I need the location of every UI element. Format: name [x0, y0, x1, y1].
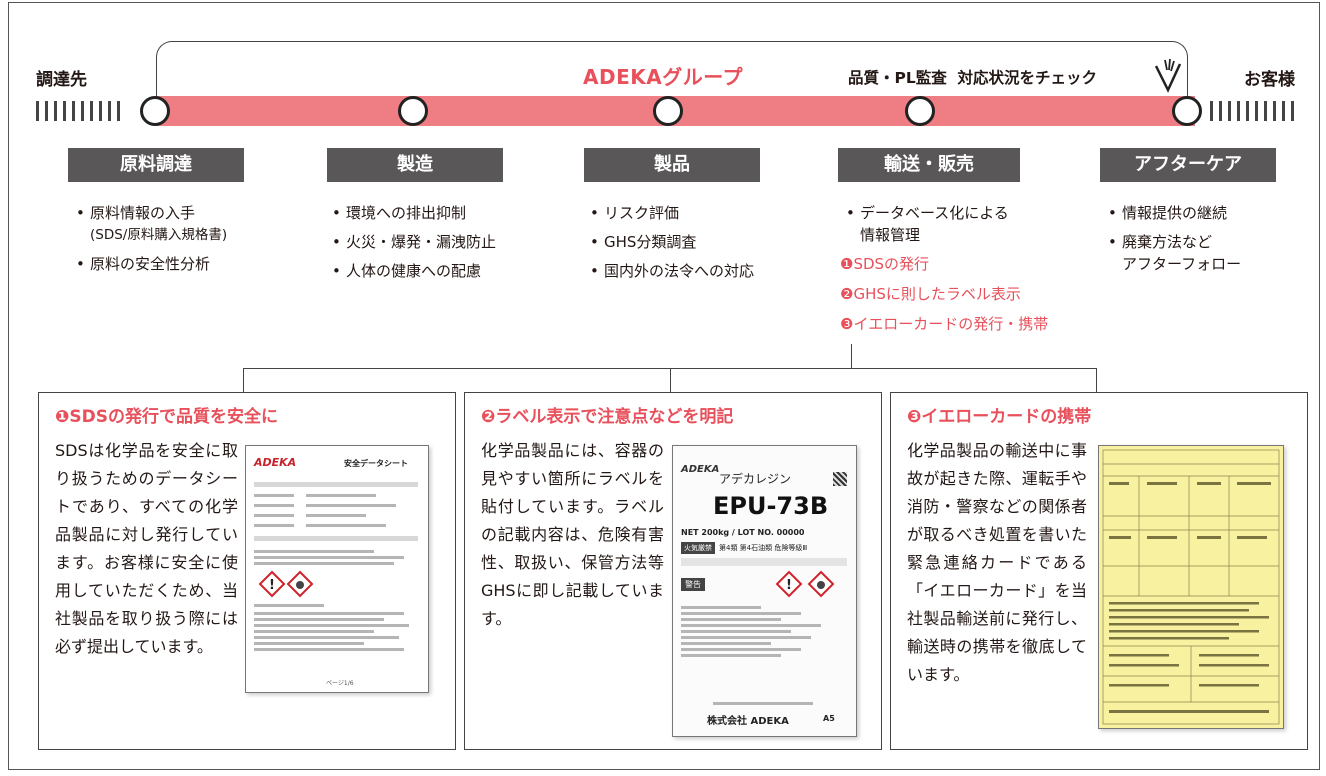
flow-node-manufacturing [398, 96, 428, 126]
panel-label: ❷ラベル表示で注意点などを明記 化学品製品には、容器の見やすい箇所にラベルを貼付… [464, 392, 882, 750]
connector-left [243, 368, 244, 392]
checkmark-pen-icon [1154, 58, 1182, 93]
list-item: 原料の安全性分析 [76, 253, 306, 275]
panel-title: ❶SDSの発行で品質を安全に [55, 407, 278, 427]
yellow-card-image [1098, 445, 1284, 729]
panel-sds: ❶SDSの発行で品質を安全に SDSは化学品を安全に取り扱うためのデータシートで… [38, 392, 456, 750]
manufacturing-list: 環境への排出抑制 火災・爆発・漏洩防止 人体の健康への配慮 [332, 202, 562, 289]
diagram-frame [8, 2, 1320, 770]
group-title: ADEKAグループ [583, 65, 744, 89]
highlight-sds: ❶SDSの発行 [840, 255, 930, 273]
inflow-ticks [36, 101, 126, 121]
flow-node-start [140, 96, 170, 126]
flow-node-shipping [905, 96, 935, 126]
product-list: リスク評価 GHS分類調査 国内外の法令への対応 [590, 202, 820, 289]
audit-label: 品質・PL監査 対応状況をチェック [848, 69, 1098, 87]
flow-node-end [1172, 96, 1202, 126]
procurement-list: 原料情報の入手(SDS/原料購入規格書) 原料の安全性分析 [76, 202, 306, 282]
list-item: 国内外の法令への対応 [590, 260, 820, 282]
panel-body: 化学品製品の輸送中に事故が起きた際、運転手や消防・警察などの関係者が取るべき処置… [907, 441, 1087, 684]
panel-title: ❸イエローカードの携帯 [907, 407, 1092, 427]
connector-right [1096, 368, 1097, 392]
connector-middle [670, 368, 671, 392]
stage-product: 製品 [584, 148, 760, 182]
group-bracket [156, 41, 1188, 106]
stage-procurement: 原料調達 [68, 148, 244, 182]
list-item: 環境への排出抑制 [332, 202, 562, 224]
list-item: リスク評価 [590, 202, 820, 224]
list-item: 火災・爆発・漏洩防止 [332, 231, 562, 253]
connector-stem [851, 344, 852, 369]
product-label-image: ADEKA アデカレジン EPU-73B NET 200kg / LOT NO.… [672, 445, 857, 737]
svg-text:!: ! [269, 578, 275, 593]
panel-title: ❷ラベル表示で注意点などを明記 [481, 407, 734, 427]
customer-label: お客様 [1244, 70, 1295, 90]
list-item: 人体の健康への配慮 [332, 260, 562, 282]
supplier-label: 調達先 [36, 70, 87, 90]
stage-shipping-sales: 輸送・販売 [838, 148, 1020, 182]
sds-document-image: ADEKA 安全データシート ! ページ1/6 [245, 445, 429, 693]
stage-manufacturing: 製造 [327, 148, 503, 182]
flow-node-product [653, 96, 683, 126]
list-item: 原料情報の入手(SDS/原料購入規格書) [76, 202, 306, 246]
connector-horizontal [243, 368, 1096, 369]
highlight-ghs-label: ❷GHSに則したラベル表示 [840, 285, 1021, 303]
panel-body: SDSは化学品を安全に取り扱うためのデータシートであり、すべての化学品製品に対し… [55, 441, 238, 656]
svg-text:!: ! [786, 578, 792, 593]
panel-body: 化学品製品には、容器の見やすい箇所にラベルを貼付しています。ラベルの記載内容は、… [481, 441, 664, 628]
outflow-ticks [1210, 101, 1300, 121]
stage-aftercare: アフターケア [1100, 148, 1276, 182]
panel-yellow-card: ❸イエローカードの携帯 化学品製品の輸送中に事故が起きた際、運転手や消防・警察な… [890, 392, 1308, 750]
list-item: 情報提供の継続 [1108, 202, 1308, 224]
highlight-yellow-card: ❸イエローカードの発行・携帯 [840, 315, 1049, 333]
list-item: GHS分類調査 [590, 231, 820, 253]
